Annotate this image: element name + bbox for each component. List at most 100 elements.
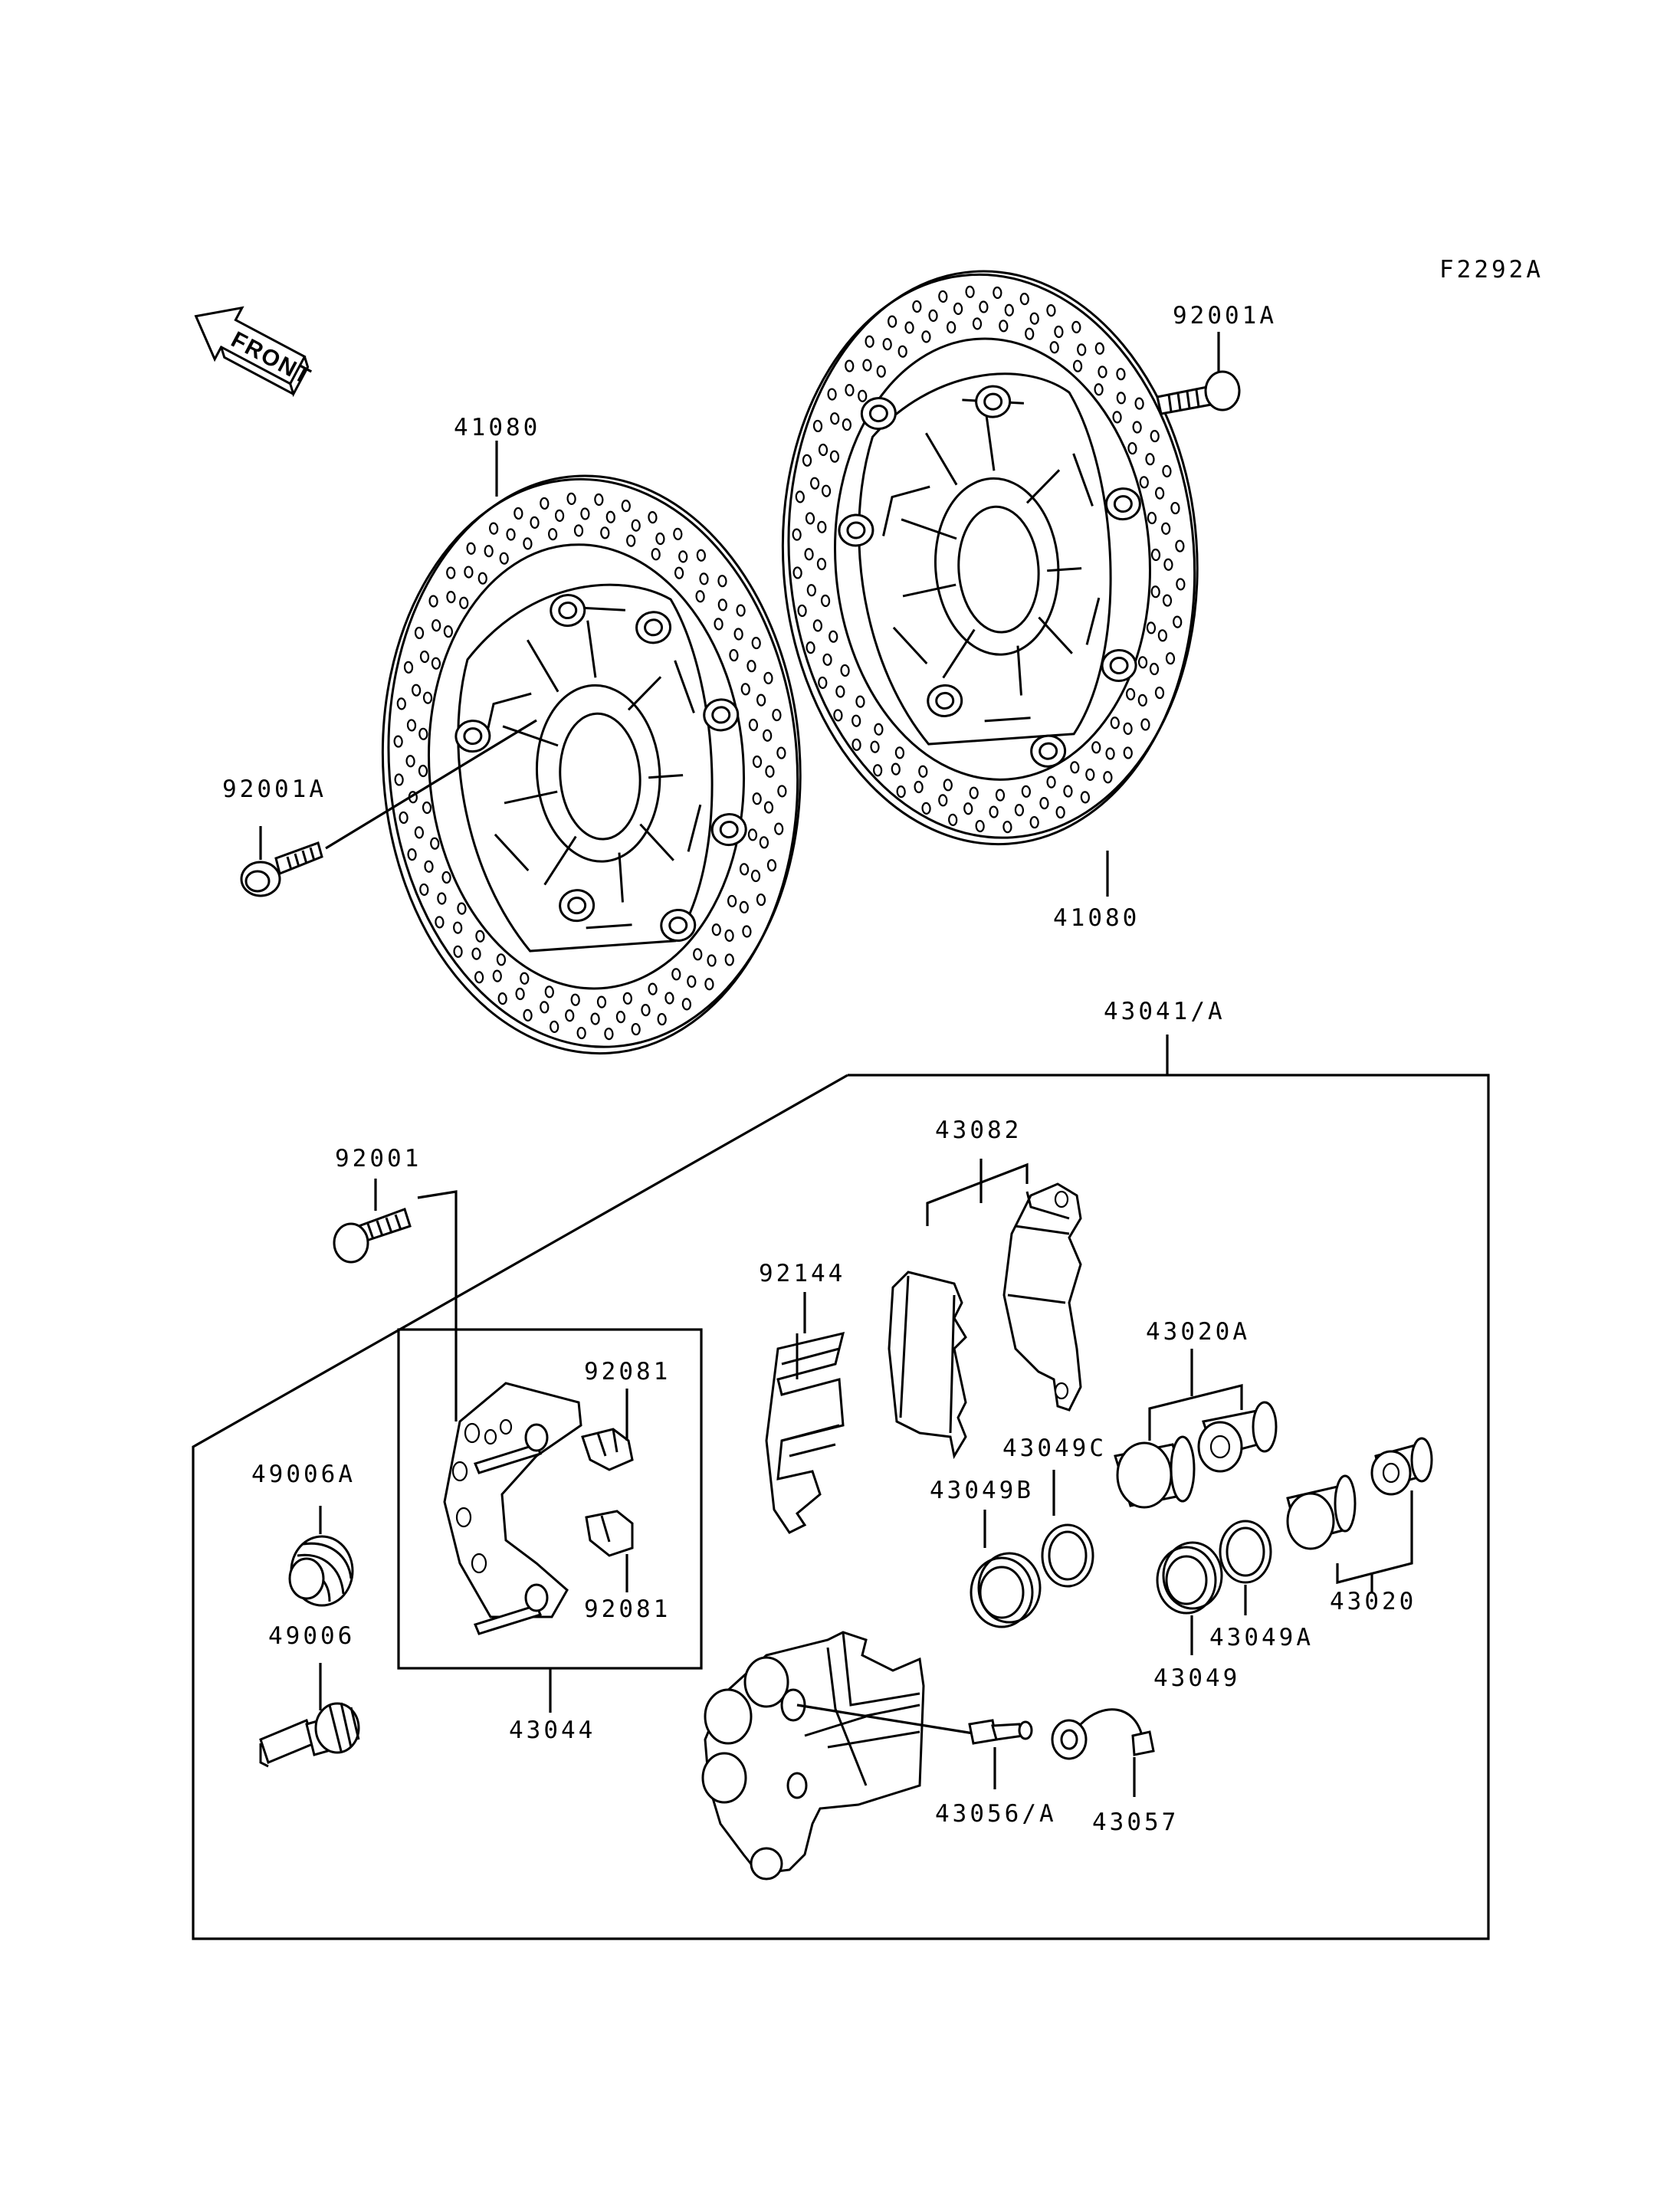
- vent-hole: [1080, 791, 1090, 804]
- front-arrow-icon: FRONT: [194, 306, 316, 398]
- vent-hole: [1155, 487, 1165, 500]
- disc-right-bolt-holes: [838, 385, 1141, 768]
- vent-hole: [1123, 722, 1133, 735]
- disc-bolt-left: [240, 841, 323, 897]
- vent-hole: [714, 618, 724, 631]
- caliper-assy-frame: [192, 1074, 1490, 1940]
- vent-hole: [1094, 383, 1104, 396]
- vent-hole: [431, 657, 441, 670]
- vent-hole: [870, 740, 880, 753]
- vent-hole: [1077, 343, 1087, 356]
- vent-hole: [414, 826, 424, 839]
- vent-hole: [489, 522, 499, 535]
- vent-hole: [600, 526, 610, 539]
- vent-hole: [1029, 815, 1039, 829]
- vent-hole: [1002, 821, 1012, 834]
- vent-hole: [1025, 327, 1035, 340]
- vent-hole: [477, 572, 487, 585]
- vent-hole: [947, 321, 956, 334]
- vent-hole: [1072, 359, 1083, 372]
- vent-hole: [763, 729, 773, 742]
- label-bracket-clip-bottom: 92081: [584, 1595, 671, 1623]
- vent-hole: [817, 520, 827, 533]
- vent-hole: [648, 982, 658, 995]
- vent-hole: [938, 290, 948, 303]
- vent-hole: [678, 550, 688, 563]
- vent-hole: [1054, 325, 1064, 339]
- vent-hole: [631, 519, 641, 532]
- label-disc-bolt-left: 92001A: [222, 776, 326, 803]
- vent-hole: [550, 1020, 559, 1033]
- vent-hole: [842, 418, 851, 431]
- vent-hole: [407, 848, 417, 861]
- vent-hole: [651, 548, 661, 561]
- vent-hole: [763, 671, 773, 684]
- vent-hole: [548, 528, 558, 541]
- vent-hole: [829, 630, 838, 643]
- vent-hole: [704, 978, 714, 991]
- vent-hole: [979, 300, 989, 313]
- vent-hole: [995, 789, 1006, 802]
- vent-hole: [576, 1026, 586, 1040]
- vent-hole: [845, 359, 855, 372]
- vent-hole: [424, 860, 434, 873]
- vent-hole: [590, 1012, 600, 1025]
- vent-hole: [520, 972, 530, 985]
- vent-hole: [999, 320, 1009, 333]
- vent-hole: [1123, 746, 1133, 759]
- vent-hole: [833, 709, 843, 722]
- vent-hole: [492, 969, 502, 982]
- vent-hole: [763, 801, 774, 814]
- vent-hole: [746, 660, 756, 673]
- vent-hole: [816, 557, 827, 571]
- vent-hole: [896, 785, 906, 798]
- vent-hole: [953, 302, 963, 315]
- caliper-bracket: [443, 1382, 582, 1635]
- bracket-clip-top: [581, 1428, 634, 1471]
- vent-hole: [1085, 768, 1095, 781]
- vent-hole: [820, 594, 831, 608]
- vent-hole: [394, 773, 404, 786]
- vent-hole: [873, 764, 883, 777]
- vent-hole: [1039, 797, 1049, 810]
- vent-hole: [797, 604, 807, 618]
- label-bracket-clip-top: 92081: [584, 1358, 671, 1385]
- vent-hole: [399, 811, 409, 825]
- vent-hole: [655, 532, 665, 546]
- vent-hole: [752, 755, 763, 769]
- vent-hole: [795, 490, 805, 503]
- vent-hole: [530, 516, 540, 529]
- vent-hole: [621, 500, 631, 513]
- vent-hole: [751, 636, 761, 650]
- vent-hole: [851, 714, 861, 727]
- vent-hole: [969, 786, 979, 799]
- label-disc-right: 41080: [1053, 904, 1140, 932]
- vent-hole: [989, 805, 999, 818]
- vent-hole: [818, 443, 829, 457]
- vent-hole: [540, 497, 550, 510]
- vent-hole: [874, 723, 884, 736]
- vent-hole: [1046, 304, 1056, 317]
- vent-hole: [419, 650, 430, 664]
- vent-hole: [446, 566, 456, 579]
- vent-hole: [523, 1008, 533, 1021]
- bleeder-valve: [968, 1719, 1033, 1745]
- vent-hole: [766, 859, 777, 872]
- vent-hole: [1165, 652, 1176, 665]
- vent-hole: [862, 359, 872, 372]
- vent-hole: [1063, 785, 1073, 798]
- vent-hole: [914, 780, 924, 794]
- vent-hole: [1021, 785, 1031, 798]
- piston-small: [1286, 1474, 1357, 1550]
- disc-right-vent-holes: [792, 285, 1186, 834]
- boot-49006a: [288, 1535, 354, 1607]
- vent-hole: [474, 971, 484, 984]
- vent-hole: [443, 625, 453, 638]
- label-seal-b: 43049B: [930, 1477, 1034, 1504]
- vent-hole: [514, 507, 523, 520]
- vent-hole: [948, 813, 958, 826]
- brake-disc-right: [781, 270, 1199, 846]
- vent-hole: [403, 661, 414, 674]
- vent-hole: [418, 727, 428, 740]
- vent-hole: [752, 792, 762, 805]
